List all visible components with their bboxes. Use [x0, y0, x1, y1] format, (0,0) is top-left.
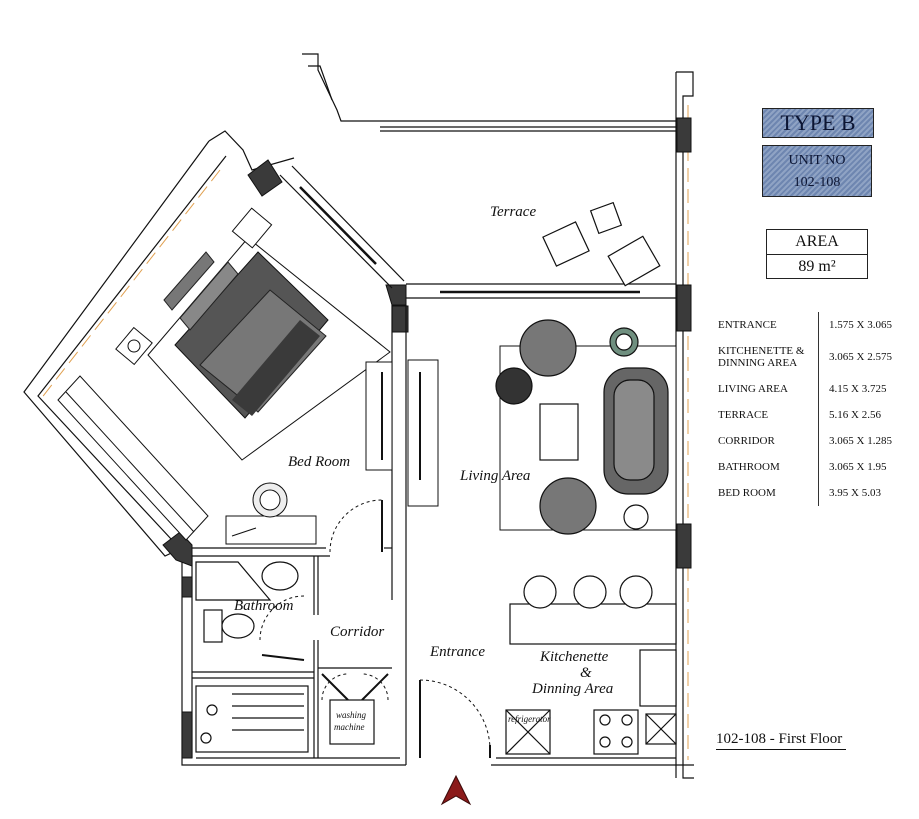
bed: [147, 237, 391, 461]
room-name: BATHROOM: [712, 454, 819, 480]
room-labels: Terrace Bed Room Living Area Bathroom Co…: [234, 204, 613, 732]
kitchen-counter: [505, 575, 677, 755]
bathroom-fixtures: [195, 561, 309, 753]
door-leaves: [261, 500, 491, 758]
room-name: LIVING AREA: [712, 376, 819, 402]
room-dimensions: 3.065 X 1.285: [829, 435, 892, 447]
unit-number: 102-108: [793, 175, 841, 190]
room-dimensions: 4.15 X 3.725: [829, 383, 887, 395]
label-kitchen-2: &: [580, 665, 592, 681]
floor-label: 102-108 - First Floor: [716, 731, 847, 750]
label-terrace: Terrace: [490, 204, 536, 220]
area-label: AREA: [767, 230, 867, 255]
room-row: ENTRANCE 1.575 X 3.065: [712, 312, 892, 338]
entry-arrow-icon: [440, 774, 472, 806]
room-row: CORRIDOR 3.065 X 1.285: [712, 428, 892, 454]
washing-machine: [329, 699, 375, 745]
bedside-tables: [115, 207, 273, 366]
tv-units: [365, 359, 439, 507]
label-bathroom: Bathroom: [234, 598, 294, 614]
room-dimensions: 3.95 X 5.03: [829, 487, 881, 499]
label-kitchen-1: Kitchenette: [539, 649, 609, 665]
unit-badge: UNIT NO 102-108: [762, 145, 872, 197]
structural-columns: [162, 117, 692, 759]
terrace-chairs: [542, 201, 661, 287]
room-dimensions: 3.065 X 2.575: [829, 351, 892, 363]
room-dimensions: 1.575 X 3.065: [829, 319, 892, 331]
unit-label: UNIT NO: [788, 153, 846, 168]
living-furniture: [495, 319, 669, 535]
area-box: AREA 89 m²: [766, 229, 868, 279]
room-row: BATHROOM 3.065 X 1.95: [712, 454, 892, 480]
room-name: KITCHENETTE & DINNING AREA: [712, 338, 819, 376]
label-refrigerator: refrigerator: [508, 714, 551, 724]
room-row: KITCHENETTE & DINNING AREA 3.065 X 2.575: [712, 338, 892, 376]
room-name: BED ROOM: [712, 480, 819, 506]
label-corridor: Corridor: [330, 624, 384, 640]
type-badge: TYPE B: [762, 108, 874, 138]
room-dimensions: 5.16 X 2.56: [829, 409, 881, 421]
room-name: CORRIDOR: [712, 428, 819, 454]
label-kitchen-3: Dinning Area: [531, 681, 613, 697]
room-row: BED ROOM 3.95 X 5.03: [712, 480, 892, 506]
room-row: LIVING AREA 4.15 X 3.725: [712, 376, 892, 402]
room-row: TERRACE 5.16 X 2.56: [712, 402, 892, 428]
label-living: Living Area: [459, 468, 530, 484]
desk-and-chair: [225, 482, 317, 545]
label-entrance: Entrance: [429, 644, 485, 660]
room-name: TERRACE: [712, 402, 819, 428]
label-bedroom: Bed Room: [288, 454, 350, 470]
area-value: 89 m²: [798, 258, 836, 275]
wardrobe: [57, 375, 209, 541]
room-name: ENTRANCE: [712, 312, 819, 338]
label-washing-2: machine: [334, 722, 365, 732]
room-dimensions: 3.065 X 1.95: [829, 461, 887, 473]
label-washing-1: washing: [336, 710, 367, 720]
